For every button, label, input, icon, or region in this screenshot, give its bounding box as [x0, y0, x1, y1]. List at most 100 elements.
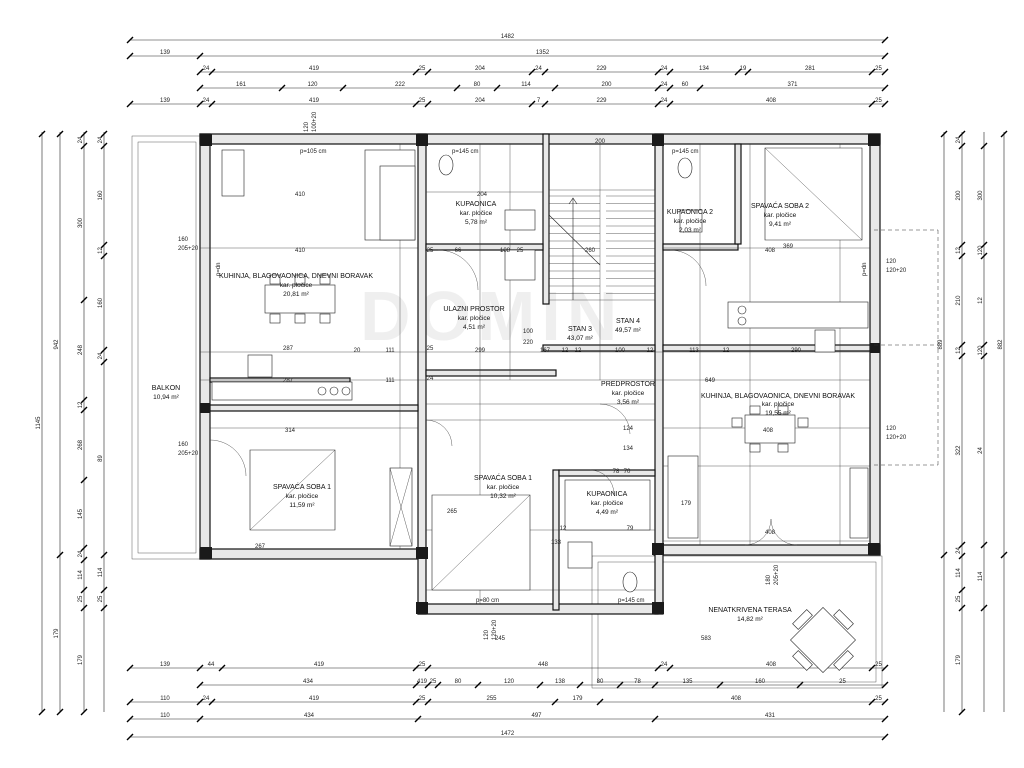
top-dim-value: 114	[521, 82, 531, 88]
room-name-kuhinja-1: KUHINJA, BLAGOVAONICA, DNEVNI BORAVAK	[219, 273, 373, 280]
left-dim-value: 942	[54, 339, 60, 350]
top-dim-tick	[196, 100, 204, 108]
bottom-dim-tick	[536, 681, 544, 689]
top-dim-tick	[881, 36, 889, 44]
terrace-outline	[591, 555, 883, 689]
left-dim-tick	[56, 551, 64, 559]
bottom-dim-tick	[868, 698, 876, 706]
top-dim-tick	[126, 36, 134, 44]
top-dim-tick	[666, 100, 674, 108]
bottom-dim-tick	[412, 698, 420, 706]
room-name-kuhinja-2: KUHINJA, BLAGOVAONICA, DNEVNI BORAVAK	[701, 393, 855, 400]
right-dim-value: 114	[978, 571, 984, 581]
bottom-dim-value: 24	[203, 696, 210, 702]
left-dim-value: 300	[78, 217, 84, 228]
left-dim-value: 24	[78, 550, 84, 557]
room-name-stan-3: STAN 3	[568, 326, 592, 333]
label-win160a2: 205+20	[178, 246, 199, 252]
bottom-dim-tick	[576, 681, 584, 689]
top-dim-tick	[666, 84, 674, 92]
room-name-ulazni: ULAZNI PROSTOR	[443, 306, 504, 313]
bottom-dim-value: 179	[572, 696, 583, 702]
inner-dim-value: 100	[523, 329, 534, 335]
top-dim-tick	[881, 84, 889, 92]
inner-dim-value: 12	[575, 348, 582, 354]
top-dim-value: 281	[805, 66, 816, 72]
bottom-dim-tick	[126, 698, 134, 706]
bottom-dim-value: 25	[430, 679, 437, 685]
bottom-dim-tick	[796, 681, 804, 689]
right-dim-value: 25	[956, 595, 962, 602]
bottom-dim-tick	[616, 681, 624, 689]
right-dim-tick	[980, 142, 988, 150]
top-dim-tick	[654, 84, 662, 92]
room-area-stan-4: 49,57 m²	[615, 327, 641, 334]
label-p145c: p=145 cm	[618, 598, 645, 604]
label-p145a: p=145 cm	[452, 149, 479, 155]
top-dim-tick	[412, 68, 420, 76]
left-dim-tick	[80, 296, 88, 304]
watermark: DOMIN	[360, 277, 623, 355]
right-dim-value: 120	[978, 245, 984, 256]
inner-dim-value: 314	[285, 428, 296, 434]
left-dim-value: 179	[78, 654, 84, 665]
room-area-spavaca-1: 11,59 m²	[289, 502, 315, 509]
bottom-dim-tick	[881, 698, 889, 706]
bottom-dim-value: 80	[455, 679, 462, 685]
bottom-dim-tick	[218, 664, 226, 672]
top-dim-value: 408	[766, 98, 777, 104]
top-dim-tick	[424, 100, 432, 108]
left-dim-tick	[38, 708, 46, 716]
left-dim-tick	[80, 130, 88, 138]
left-dim-tick	[80, 544, 88, 552]
top-dim-tick	[126, 52, 134, 60]
room-area-ulazni: 4,51 m²	[463, 324, 486, 331]
top-dim-value: 60	[682, 82, 689, 88]
top-dim-tick	[881, 100, 889, 108]
left-dim-value: 12	[98, 247, 104, 254]
label-p105: p=105 cm	[300, 149, 327, 155]
inner-dim-value: 265	[447, 509, 458, 515]
bottom-dim-tick	[434, 681, 442, 689]
right-dim-tick	[958, 142, 966, 150]
bottom-dim-tick	[196, 698, 204, 706]
inner-dim-value: 245	[495, 636, 506, 642]
room-name-predprostor: PREDPROSTOR	[601, 381, 655, 388]
inner-dim-value: 267	[255, 544, 266, 550]
bottom-dim-tick	[196, 664, 204, 672]
left-dim-tick	[80, 586, 88, 594]
top-dim-value: 419	[309, 66, 320, 72]
left-dim-tick	[80, 142, 88, 150]
left-dim-value: 179	[54, 628, 60, 639]
top-dim-tick	[541, 68, 549, 76]
top-dim-value: 1482	[501, 34, 515, 40]
inner-dim-value: 78	[613, 469, 620, 475]
inner-dim-value: 111	[385, 348, 395, 354]
left-dim-tick	[56, 130, 64, 138]
left-dim-value: 160	[98, 297, 104, 308]
left-dim-tick	[80, 476, 88, 484]
bottom-dim-value: 497	[531, 713, 542, 719]
left-dim-value: 12	[78, 401, 84, 408]
label-top120b: 100+20	[312, 111, 318, 132]
top-dim-tick	[528, 100, 536, 108]
top-dim-value: 24	[203, 66, 210, 72]
right-dim-tick	[980, 252, 988, 260]
label-top120: 120	[304, 121, 310, 132]
right-dim-tick	[958, 252, 966, 260]
top-dim-tick	[412, 100, 420, 108]
inner-dim-value: 25	[517, 248, 524, 254]
right-dim-tick	[958, 241, 966, 249]
top-dim-tick	[734, 68, 742, 76]
top-dim-tick	[881, 68, 889, 76]
left-dim-value: 24	[78, 136, 84, 143]
room-area-kupaonica-2: 2,03 m²	[679, 227, 702, 234]
inner-dim-value: 410	[295, 192, 306, 198]
right-dim-value: 179	[956, 654, 962, 665]
top-dim-tick	[453, 84, 461, 92]
left-dim-value: 114	[98, 567, 104, 577]
right-dim-value: 889	[938, 339, 944, 350]
top-dim-tick	[654, 100, 662, 108]
bottom-dim-value: 408	[766, 662, 777, 668]
